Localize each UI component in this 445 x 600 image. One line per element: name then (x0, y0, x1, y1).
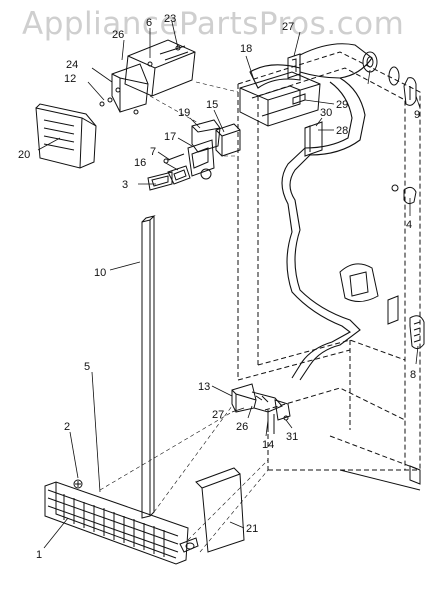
lower-bracket-assembly (231, 383, 291, 434)
label-27-upper: 27 (282, 21, 294, 33)
label-20: 20 (18, 149, 30, 161)
part-8-lamp (339, 263, 425, 350)
watermark: AppliancePartsPros.com (22, 6, 405, 42)
label-15: 15 (206, 99, 218, 111)
label-6: 6 (146, 17, 152, 29)
label-30: 30 (320, 107, 332, 119)
part-21-cover-panel (195, 467, 245, 553)
label-23: 23 (164, 13, 176, 25)
label-14: 14 (262, 439, 274, 451)
label-10: 10 (94, 267, 106, 279)
part-19-bracket (191, 119, 221, 153)
part-29-clip (292, 93, 306, 105)
part-2-screw (73, 479, 83, 489)
part-3-lens (147, 171, 173, 191)
label-3: 3 (122, 179, 128, 191)
label-16: 16 (134, 157, 146, 169)
part-18-bracket (239, 71, 321, 127)
label-29: 29 (336, 99, 348, 111)
part-27-top (287, 53, 301, 79)
part-labels: 26 6 23 24 12 20 19 15 17 7 16 3 10 18 2… (18, 13, 420, 561)
part-16-button (167, 165, 191, 185)
label-26-upper: 26 (112, 29, 124, 41)
label-4: 4 (406, 219, 412, 231)
upper-bracket-assembly (99, 39, 196, 115)
part-9-socket (362, 51, 417, 106)
part-4-knob (391, 184, 417, 205)
part-1-base-grille (44, 481, 199, 565)
part-28-bracket (304, 121, 323, 157)
label-2: 2 (64, 421, 70, 433)
label-8: 8 (410, 369, 416, 381)
cabinet-liner (237, 51, 421, 471)
wiring-harness (249, 43, 373, 381)
projection-lines (99, 81, 269, 553)
label-5: 5 (84, 361, 90, 373)
label-26-lower: 26 (236, 421, 248, 433)
part-20-housing (35, 103, 97, 169)
label-28: 28 (336, 125, 348, 137)
label-19: 19 (178, 107, 190, 119)
part-10-strip (141, 215, 156, 519)
label-9: 9 (414, 109, 420, 121)
cabinet-floor (268, 465, 421, 491)
part-7-pin (163, 153, 185, 164)
label-21: 21 (246, 523, 258, 535)
part-17-switch (187, 139, 215, 180)
part-15-bracket (215, 123, 241, 157)
label-1: 1 (36, 549, 42, 561)
label-7: 7 (150, 146, 156, 158)
label-31: 31 (286, 431, 298, 443)
label-12: 12 (64, 73, 76, 85)
label-18: 18 (240, 43, 252, 55)
label-17: 17 (164, 131, 176, 143)
leader-lines (37, 21, 421, 549)
label-24: 24 (66, 59, 78, 71)
label-13: 13 (198, 381, 210, 393)
label-27-lower: 27 (212, 409, 224, 421)
